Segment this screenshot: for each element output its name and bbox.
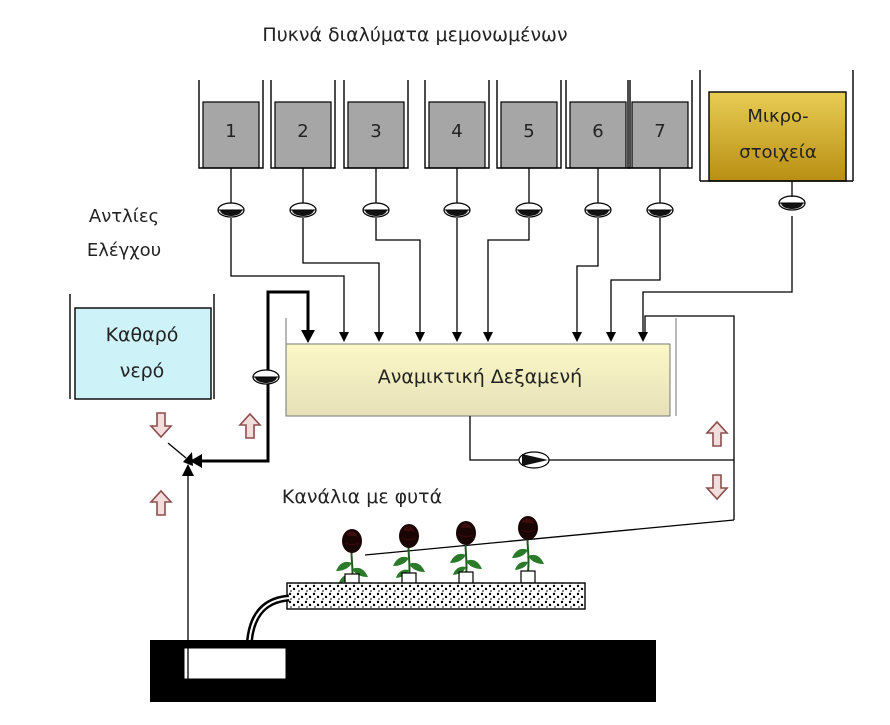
reservoir <box>183 647 287 680</box>
pump-icon <box>646 202 674 218</box>
up-arrow-icon <box>149 489 173 516</box>
tank-number-label: 4 <box>451 121 462 142</box>
down-arrow-icon <box>705 474 729 501</box>
tank-number-label: 1 <box>225 121 236 142</box>
nutrient-tank: 7 <box>627 80 693 205</box>
up-arrow-icon <box>238 412 262 439</box>
nutrient-tank: 1 <box>198 80 264 205</box>
return-arrow-head <box>182 464 194 476</box>
recirculation-arrow-head <box>301 330 315 343</box>
recirculation-pump-icon <box>252 369 280 385</box>
junction-arrow-head <box>190 454 202 468</box>
tank-number-label: 3 <box>370 121 381 142</box>
nutrient-tank: 2 <box>270 80 336 205</box>
pump-icon <box>289 202 317 218</box>
rose-icon <box>511 515 545 573</box>
tank-number-label: 2 <box>297 121 308 142</box>
clean-water-tank: Καθαρό νερό <box>69 294 215 400</box>
plant-channel <box>286 582 586 610</box>
pump-icon <box>778 195 806 211</box>
dosing-arrow-heads <box>339 332 648 342</box>
up-arrow-icon <box>705 420 729 447</box>
clean-water-line1: Καθαρό <box>106 324 179 346</box>
plants <box>335 515 545 586</box>
outlet-pipe <box>364 416 735 556</box>
tank-number-label: 5 <box>523 121 534 142</box>
flow-arrows <box>149 412 729 516</box>
nutrient-tank: 4 <box>424 80 490 205</box>
mixing-tank: Αναμικτική Δεξαμενή <box>285 318 677 417</box>
clean-water-line2: νερό <box>120 360 165 382</box>
plant-pots <box>344 570 536 587</box>
tank-number-label: 7 <box>654 121 665 142</box>
micro-tank-line1: Μικρο- <box>747 106 808 127</box>
water-arrow-head <box>183 452 193 466</box>
pump-icon <box>584 202 612 218</box>
nutrient-tank: 3 <box>343 80 409 205</box>
pump-icon <box>217 202 245 218</box>
rose-icon <box>449 520 483 578</box>
pumps-label-line2: Ελέγχου <box>87 240 161 261</box>
mixing-tank-label: Αναμικτική Δεξαμενή <box>378 366 582 388</box>
dosing-pipes <box>230 216 793 520</box>
pump-icon <box>515 202 543 218</box>
micro-tank-line2: στοιχεία <box>739 142 816 163</box>
micro-elements-tank: Μικρο- στοιχεία <box>699 70 854 182</box>
pump-icon <box>443 202 471 218</box>
tank-number-label: 6 <box>592 121 603 142</box>
nutrient-tank: 6 <box>565 80 631 205</box>
down-arrow-icon <box>149 412 173 439</box>
junction-pipes <box>167 442 189 648</box>
pump-icon <box>362 202 390 218</box>
nutrient-tanks: 1 2 3 4 5 6 7 <box>198 80 693 205</box>
channels-label: Κανάλια με φυτά <box>282 486 442 508</box>
recirculation-pipe <box>196 290 310 463</box>
diagram-title: Πυκνά διαλύματα μεμονωμένων <box>262 24 567 46</box>
outlet-pump-icon <box>518 451 550 469</box>
nutrient-tank: 5 <box>496 80 562 205</box>
control-pumps <box>217 181 806 218</box>
pumps-label-line1: Αντλίες <box>89 206 159 227</box>
